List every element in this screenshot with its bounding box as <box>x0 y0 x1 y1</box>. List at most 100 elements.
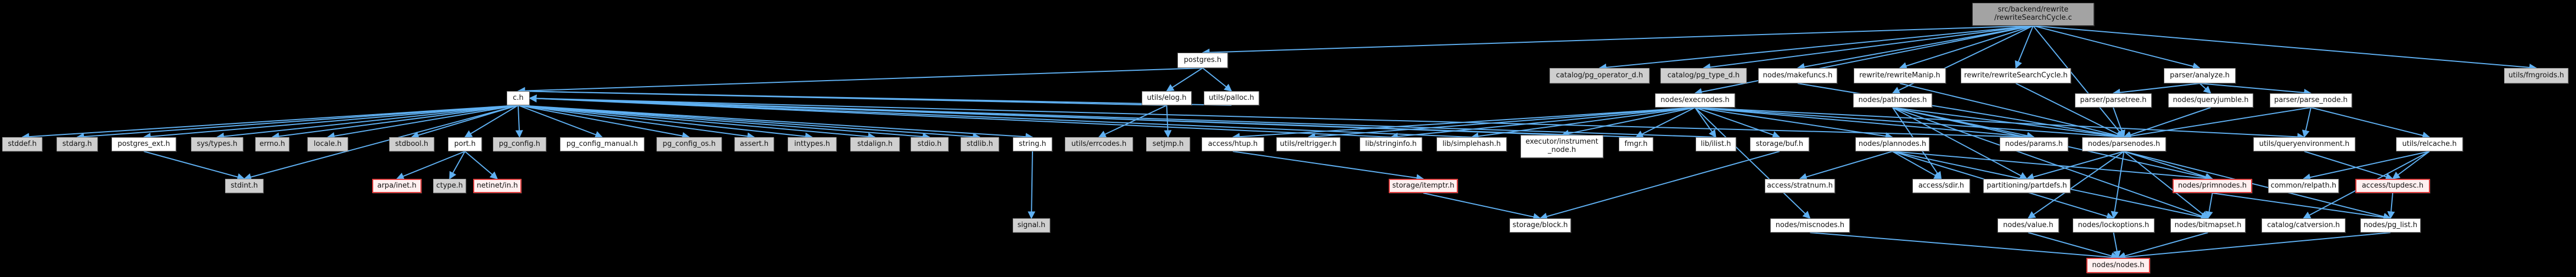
include-edge-postgres-palloc <box>1202 67 1232 92</box>
include-edge-execnodes-plannodes <box>1694 107 1893 140</box>
include-edge-rscc_c-pg_operator_d <box>1598 25 2034 71</box>
include-edge-c_h-assert <box>518 105 755 140</box>
graph-node-stringinfo[interactable]: lib/stringinfo.h <box>1360 137 1422 151</box>
include-edge-tupdesc-pg_list <box>2387 193 2395 219</box>
include-edge-rscc_c-pg_type_d <box>1703 25 2034 71</box>
include-edge-execnodes-ilist <box>1694 107 1716 138</box>
graph-node-rscc_h[interactable]: rewrite/rewriteSearchCycle.h <box>1961 68 2071 83</box>
graph-node-netinet_in[interactable]: netinet/in.h <box>473 179 521 193</box>
graph-node-relpath[interactable]: common/relpath.h <box>2268 179 2339 193</box>
include-edge-c_h-inttypes <box>518 105 813 140</box>
graph-node-elog[interactable]: utils/elog.h <box>1142 91 1192 105</box>
graph-node-systypes: sys/types.h <box>191 137 243 151</box>
include-edge-c_h-stdalign <box>518 105 876 140</box>
include-edge-postgres_ext-stdint <box>143 151 245 181</box>
graph-node-c_h[interactable]: c.h <box>507 91 530 105</box>
graph-node-stdio: stdio.h <box>911 137 949 151</box>
graph-node-stdarg: stdarg.h <box>57 137 98 151</box>
graph-node-queryjumble[interactable]: nodes/queryjumble.h <box>2168 93 2253 108</box>
include-edge-pathnodes-parsenodes <box>1892 107 2125 140</box>
include-edge-execnodes-simplehash <box>1471 107 1696 140</box>
graph-node-assert: assert.h <box>734 137 774 151</box>
graph-node-makefuncs[interactable]: nodes/makefuncs.h <box>1758 68 1837 83</box>
graph-node-nodes[interactable]: nodes/nodes.h <box>2086 258 2150 273</box>
graph-node-postgres[interactable]: postgres.h <box>1177 53 1228 68</box>
graph-node-value[interactable]: nodes/value.h <box>1997 218 2059 233</box>
include-edge-simplehash-c_h <box>529 94 1472 138</box>
include-edge-c_h-pg_config_manual <box>518 105 603 139</box>
graph-node-queryenv[interactable]: utils/queryenvironment.h <box>2253 137 2355 151</box>
include-edge-c_h-errno <box>271 105 519 140</box>
graph-node-fmgr[interactable]: fmgr.h <box>1619 137 1653 151</box>
include-edge-rscc_c-rscc_h <box>2014 25 2034 69</box>
include-edge-pathnodes-partdefs <box>1892 107 2028 179</box>
graph-node-string[interactable]: string.h <box>1013 137 1052 151</box>
include-edge-rscc_c-makefuncs <box>1797 25 2034 71</box>
include-edge-parsenodes-partdefs <box>2026 151 2124 181</box>
graph-node-catversion[interactable]: catalog/catversion.h <box>2261 218 2345 233</box>
graph-node-lockoptions[interactable]: nodes/lockoptions.h <box>2073 218 2154 233</box>
include-edge-c_h-pg_config_os <box>518 105 690 140</box>
graph-node-params[interactable]: nodes/params.h <box>2000 137 2068 151</box>
graph-node-buf[interactable]: storage/buf.h <box>1750 137 1809 151</box>
graph-node-pg_type_d: catalog/pg_type_d.h <box>1660 68 1747 83</box>
graph-node-ilist[interactable]: lib/ilist.h <box>1696 137 1736 151</box>
graph-node-pg_config_manual[interactable]: pg_config_manual.h <box>560 137 644 151</box>
include-edge-primnodes-bitmapset <box>2205 193 2213 219</box>
graph-node-ctype: ctype.h <box>433 179 466 193</box>
include-edge-c_h-systypes <box>216 105 519 140</box>
graph-node-plannodes[interactable]: nodes/plannodes.h <box>1855 137 1929 151</box>
graph-node-partdefs[interactable]: partitioning/partdefs.h <box>1983 179 2070 193</box>
include-edge-postgres-c_h <box>517 67 1203 95</box>
graph-node-sdir[interactable]: access/sdir.h <box>1912 179 1970 193</box>
include-edge-c_h-postgres_ext <box>143 105 519 140</box>
graph-node-tupdesc[interactable]: access/tupdesc.h <box>2355 179 2430 193</box>
include-edge-c_h-stddef <box>21 105 519 141</box>
include-edge-miscnodes-nodes <box>1810 232 2119 261</box>
graph-node-instrument[interactable]: executor/instrument _node.h <box>1520 135 1603 158</box>
graph-node-rewriteManip[interactable]: rewrite/rewriteManip.h <box>1854 68 1946 83</box>
include-edge-rewriteManip-parsenodes <box>1899 83 2125 139</box>
graph-node-locale: locale.h <box>307 137 348 151</box>
include-edge-relcache-relpath <box>2303 151 2430 182</box>
include-edge-port-ctype <box>449 151 465 180</box>
graph-node-simplehash[interactable]: lib/simplehash.h <box>1436 137 1507 151</box>
include-edge-execnodes-fmgr <box>1635 107 1696 138</box>
graph-node-analyze[interactable]: parser/analyze.h <box>2164 68 2236 83</box>
graph-node-block[interactable]: storage/block.h <box>1509 218 1571 233</box>
graph-node-miscnodes[interactable]: nodes/miscnodes.h <box>1770 218 1850 233</box>
include-edge-parsetree-parsenodes <box>2113 107 2125 138</box>
include-edge-makefuncs-parsenodes <box>1797 83 2125 140</box>
graph-node-reltrigger[interactable]: utils/reltrigger.h <box>1276 137 1340 151</box>
graph-node-parse_node[interactable]: parser/parse_node.h <box>2270 93 2352 108</box>
include-edge-rscc_c-execnodes <box>1694 25 2034 96</box>
include-edge-parse_node-relcache <box>2310 107 2431 139</box>
graph-node-bitmapset[interactable]: nodes/bitmapset.h <box>2170 218 2246 233</box>
graph-node-execnodes[interactable]: nodes/execnodes.h <box>1655 93 1735 108</box>
include-edge-itemptr-block <box>1423 193 1541 221</box>
graph-node-parsetree[interactable]: parser/parsetree.h <box>2075 93 2152 108</box>
include-edge-plannodes-sdir <box>1892 151 1942 179</box>
graph-node-postgres_ext[interactable]: postgres_ext.h <box>111 137 176 151</box>
include-edge-execnodes-queryenv <box>1694 107 2305 141</box>
graph-node-pg_list[interactable]: nodes/pg_list.h <box>2360 218 2421 233</box>
graph-node-palloc[interactable]: utils/palloc.h <box>1204 91 1259 105</box>
include-edge-queryjumble-parsenodes <box>2123 107 2211 139</box>
graph-node-htup[interactable]: access/htup.h <box>1202 137 1264 151</box>
include-edge-parsenodes-lockoptions <box>2111 151 2125 219</box>
graph-node-parsenodes[interactable]: nodes/parsenodes.h <box>2082 137 2166 151</box>
include-edge-execnodes-buf <box>1694 107 1781 139</box>
graph-node-stratnum[interactable]: access/stratnum.h <box>1765 179 1835 193</box>
include-edge-c_h-stdint <box>243 105 519 181</box>
include-edge-execnodes-miscnodes <box>1694 107 1811 219</box>
graph-node-pg_config: pg_config.h <box>493 137 546 151</box>
graph-node-pathnodes[interactable]: nodes/pathnodes.h <box>1853 93 1932 108</box>
graph-node-relcache[interactable]: utils/relcache.h <box>2396 137 2463 151</box>
graph-node-itemptr[interactable]: storage/itemptr.h <box>1389 179 1458 193</box>
include-edge-port-arpa_inet <box>396 151 465 180</box>
include-edge-rscc_h-parsenodes <box>2016 83 2125 138</box>
graph-node-port[interactable]: port.h <box>448 137 482 151</box>
graph-node-primnodes[interactable]: nodes/primnodes.h <box>2173 179 2252 193</box>
graph-node-arpa_inet[interactable]: arpa/inet.h <box>372 179 422 193</box>
graph-node-rscc_c: src/backend/rewrite /rewriteSearchCycle.… <box>1972 3 2094 26</box>
